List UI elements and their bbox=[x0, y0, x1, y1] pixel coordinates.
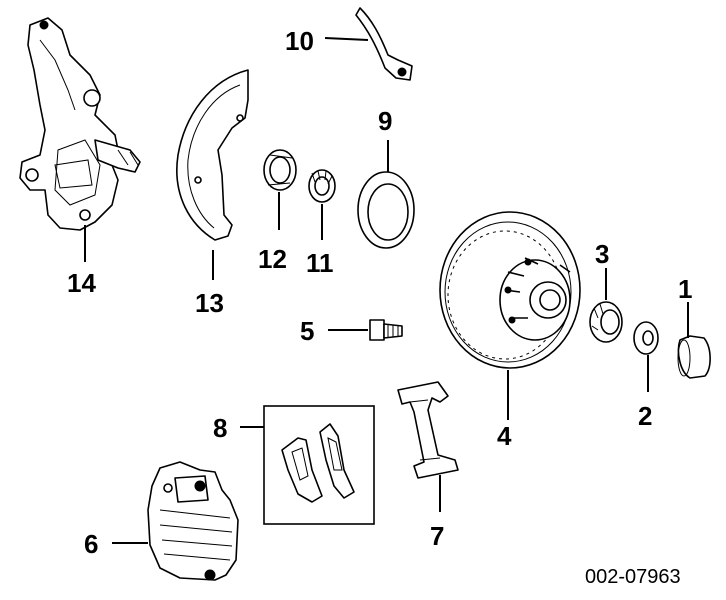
callout-1: 1 bbox=[678, 274, 692, 304]
part-5-wheel-stud bbox=[369, 319, 403, 341]
part-3-outer-bearing bbox=[589, 301, 623, 343]
part-13-splash-shield bbox=[176, 69, 249, 241]
part-2-washer bbox=[633, 321, 659, 355]
part-8-brake-pads bbox=[263, 405, 375, 525]
part-6-caliper bbox=[147, 461, 239, 581]
callout-7: 7 bbox=[430, 521, 444, 551]
part-12-seal bbox=[263, 149, 297, 191]
callout-12: 12 bbox=[258, 244, 287, 274]
callout-3: 3 bbox=[595, 239, 609, 269]
callout-5: 5 bbox=[300, 316, 314, 346]
part-10-brake-hose bbox=[355, 7, 413, 81]
callout-9: 9 bbox=[378, 106, 392, 136]
callout-14: 14 bbox=[67, 268, 96, 298]
pad-box bbox=[263, 405, 375, 525]
callout-8: 8 bbox=[213, 413, 227, 443]
part-4-rotor bbox=[439, 211, 581, 369]
callout-2: 2 bbox=[638, 401, 652, 431]
callout-6: 6 bbox=[84, 529, 98, 559]
callout-11: 11 bbox=[306, 248, 334, 278]
callout-10: 10 bbox=[285, 26, 314, 56]
leader-line-10 bbox=[324, 37, 369, 41]
part-1-grease-cap bbox=[677, 335, 711, 379]
callout-13: 13 bbox=[195, 288, 224, 318]
figure-code: 002-07963 bbox=[585, 566, 681, 588]
part-14-steering-knuckle bbox=[19, 17, 141, 231]
part-11-inner-bearing bbox=[308, 169, 336, 203]
part-9-bearing-cup bbox=[357, 171, 415, 249]
part-7-caliper-bracket bbox=[397, 381, 459, 479]
callout-4: 4 bbox=[497, 421, 512, 451]
